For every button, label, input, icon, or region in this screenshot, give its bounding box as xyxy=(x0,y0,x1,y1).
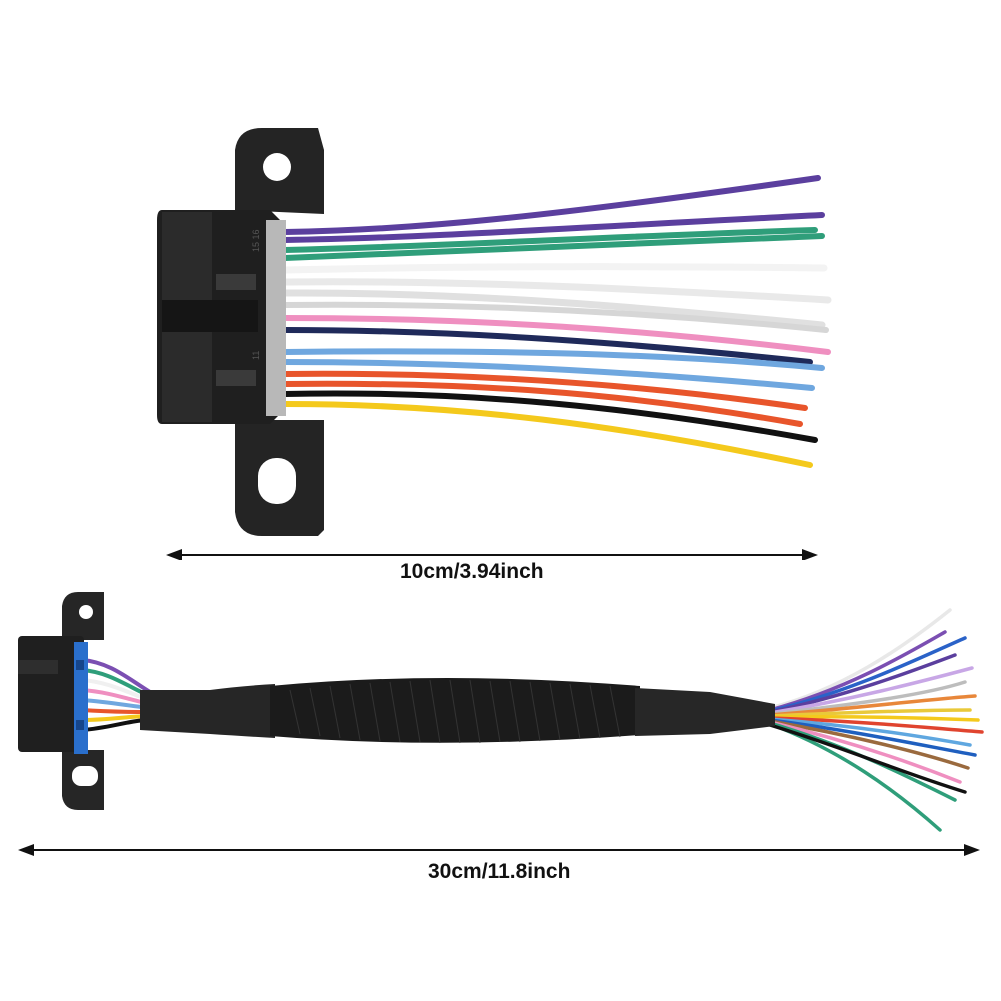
rear-terminal-plate xyxy=(266,220,286,416)
mounting-slot-bottom xyxy=(258,458,296,504)
long-cable-length-label: 30cm/11.8inch xyxy=(428,860,571,883)
dimension-arrow-short xyxy=(166,549,818,560)
cable-sleeve xyxy=(140,678,775,744)
pin-number-top: 15 16 xyxy=(251,229,261,252)
fanout-wires xyxy=(768,608,984,832)
dimension-arrow-long xyxy=(18,844,980,856)
obd-connector: 15 16 11 xyxy=(157,128,324,536)
pin-number-bottom: 11 xyxy=(251,351,261,360)
pigtail-wires xyxy=(281,175,832,468)
short-obd-pigtail: 15 16 11 xyxy=(157,128,832,560)
mounting-hole-top xyxy=(263,153,291,181)
obd-connector-small xyxy=(18,592,104,810)
blue-latch xyxy=(74,642,88,754)
short-cable-length-label: 10cm/3.94inch xyxy=(400,560,544,583)
connector-wires-left xyxy=(81,658,152,732)
